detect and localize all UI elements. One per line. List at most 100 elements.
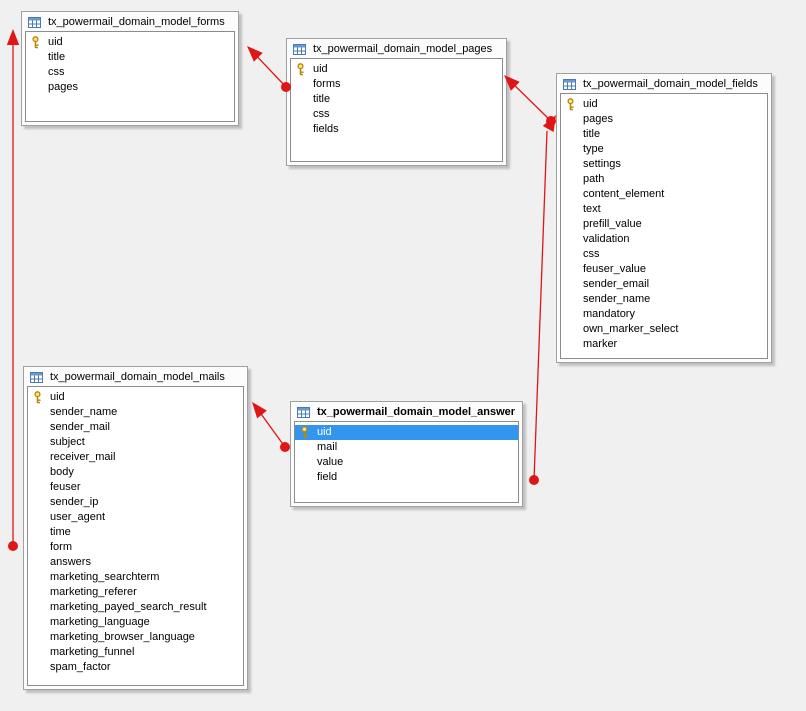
field-row-mails-marketing_browser_language[interactable]: marketing_browser_language [28,630,243,645]
connector-answer-field[interactable] [529,115,556,485]
field-row-mails-marketing_searchterm[interactable]: marketing_searchterm [28,570,243,585]
field-row-mails-body[interactable]: body [28,465,243,480]
field-name: pages [583,113,613,125]
field-name: marketing_funnel [50,646,135,658]
field-row-fields-sender_email[interactable]: sender_email [561,277,767,292]
connector-endpoint-dot [281,82,291,92]
field-name: path [583,173,605,185]
field-row-mails-subject[interactable]: subject [28,435,243,450]
field-row-answer-value[interactable]: value [295,455,518,470]
connector-fields-pages[interactable] [504,75,556,126]
field-row-fields-uid[interactable]: uid [561,97,767,112]
connector-pages-forms[interactable] [247,46,291,92]
field-row-pages-css[interactable]: css [291,107,502,122]
field-row-fields-path[interactable]: path [561,172,767,187]
field-row-fields-title[interactable]: title [561,127,767,142]
field-name: answers [50,556,91,568]
field-row-fields-css[interactable]: css [561,247,767,262]
field-row-forms-uid[interactable]: uid [26,35,234,50]
field-name: title [583,128,601,140]
field-row-forms-css[interactable]: css [26,65,234,80]
field-row-fields-mandatory[interactable]: mandatory [561,307,767,322]
connector-endpoint-dot [8,541,18,551]
entity-header-fields[interactable]: tx_powermail_domain_model_fields [557,74,771,93]
connector-answer-mail[interactable] [252,402,290,452]
field-row-mails-sender_mail[interactable]: sender_mail [28,420,243,435]
field-name: pages [48,81,78,93]
field-row-answer-mail[interactable]: mail [295,440,518,455]
field-row-pages-uid[interactable]: uid [291,62,502,77]
field-row-mails-answers[interactable]: answers [28,555,243,570]
entity-title: tx_powermail_domain_model_mails [50,371,225,383]
field-row-pages-forms[interactable]: forms [291,77,502,92]
field-row-mails-form[interactable]: form [28,540,243,555]
field-row-mails-marketing_language[interactable]: marketing_language [28,615,243,630]
field-row-fields-settings[interactable]: settings [561,157,767,172]
field-row-mails-uid[interactable]: uid [28,390,243,405]
field-name: marketing_language [50,616,150,628]
field-name: fields [313,123,339,135]
field-row-answer-uid[interactable]: uid [295,425,518,440]
field-row-answer-field[interactable]: field [295,470,518,485]
field-row-pages-fields[interactable]: fields [291,122,502,137]
field-row-fields-type[interactable]: type [561,142,767,157]
connector-mails-form[interactable] [6,29,20,551]
primary-key-icon [33,391,43,409]
field-row-fields-prefill_value[interactable]: prefill_value [561,217,767,232]
field-row-mails-marketing_referer[interactable]: marketing_referer [28,585,243,600]
field-name: marketing_referer [50,586,137,598]
field-name: uid [313,63,328,75]
field-name: sender_name [583,293,651,305]
field-row-mails-sender_ip[interactable]: sender_ip [28,495,243,510]
field-row-mails-marketing_funnel[interactable]: marketing_funnel [28,645,243,660]
field-row-mails-time[interactable]: time [28,525,243,540]
field-name: title [48,51,66,63]
primary-key-icon [300,426,310,444]
field-row-fields-content_element[interactable]: content_element [561,187,767,202]
field-row-forms-title[interactable]: title [26,50,234,65]
field-row-mails-spam_factor[interactable]: spam_factor [28,660,243,675]
entity-header-mails[interactable]: tx_powermail_domain_model_mails [24,367,247,386]
field-name: form [50,541,72,553]
field-row-fields-marker[interactable]: marker [561,337,767,352]
field-row-mails-receiver_mail[interactable]: receiver_mail [28,450,243,465]
field-row-fields-validation[interactable]: validation [561,232,767,247]
field-name: subject [50,436,85,448]
field-row-fields-own_marker_select[interactable]: own_marker_select [561,322,767,337]
field-row-fields-pages[interactable]: pages [561,112,767,127]
field-name: body [50,466,74,478]
field-name: feuser_value [583,263,646,275]
field-name: time [50,526,71,538]
field-row-mails-user_agent[interactable]: user_agent [28,510,243,525]
field-name: prefill_value [583,218,642,230]
field-name: css [313,108,330,120]
field-row-mails-marketing_payed_search_result[interactable]: marketing_payed_search_result [28,600,243,615]
field-row-mails-feuser[interactable]: feuser [28,480,243,495]
field-row-pages-title[interactable]: title [291,92,502,107]
entity-header-answer[interactable]: tx_powermail_domain_model_answer [291,402,522,421]
field-row-fields-sender_name[interactable]: sender_name [561,292,767,307]
field-name: uid [317,426,332,438]
field-name: field [317,471,338,483]
entity-header-pages[interactable]: tx_powermail_domain_model_pages [287,39,506,58]
field-name: own_marker_select [583,323,679,335]
field-name: uid [50,391,65,403]
field-row-mails-sender_name[interactable]: sender_name [28,405,243,420]
field-name: spam_factor [50,661,111,673]
field-name: receiver_mail [50,451,116,463]
field-row-fields-text[interactable]: text [561,202,767,217]
arrowhead-icon [542,115,556,132]
field-row-fields-feuser_value[interactable]: feuser_value [561,262,767,277]
entity-header-forms[interactable]: tx_powermail_domain_model_forms [22,12,238,31]
field-row-forms-pages[interactable]: pages [26,80,234,95]
entity-title: tx_powermail_domain_model_answer [317,406,516,418]
